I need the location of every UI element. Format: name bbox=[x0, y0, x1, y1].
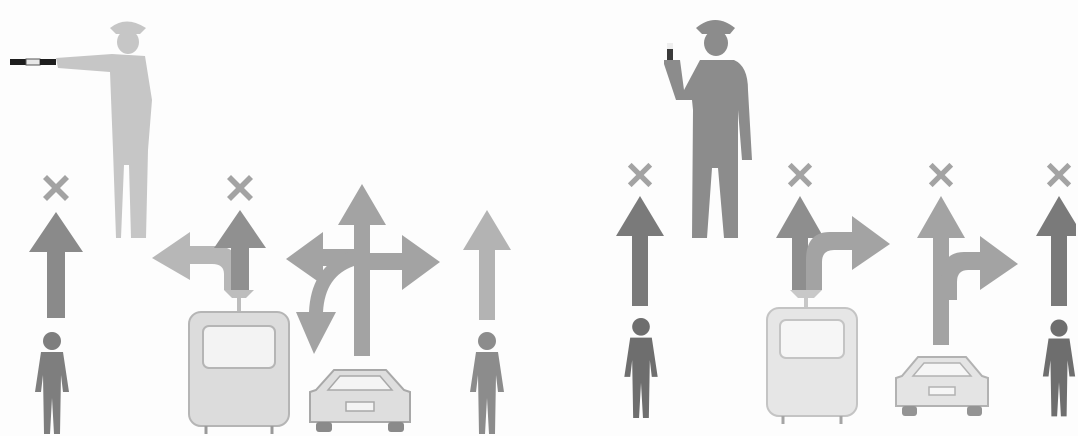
baton-stripe bbox=[40, 59, 56, 65]
traffic-officer-icon bbox=[664, 20, 752, 238]
tram-icon bbox=[767, 290, 857, 424]
signal-pedestrian-right bbox=[1036, 163, 1076, 417]
right-arrow-icon bbox=[370, 235, 440, 290]
straight-arrow-icon bbox=[616, 196, 664, 306]
signal-car-left bbox=[286, 184, 440, 432]
baton-stripe bbox=[26, 59, 40, 65]
baton-tip bbox=[667, 43, 673, 49]
panel-left bbox=[10, 22, 511, 435]
forbidden-cross-icon bbox=[788, 163, 812, 187]
tram-icon bbox=[189, 290, 289, 434]
forbidden-cross-icon bbox=[1047, 163, 1071, 187]
forbidden-cross-icon bbox=[43, 175, 69, 201]
pedestrian-icon bbox=[1043, 320, 1075, 417]
traffic-officer-icon bbox=[10, 22, 152, 239]
signal-tram-left bbox=[152, 175, 289, 434]
straight-arrow-icon bbox=[463, 210, 511, 320]
straight-arrow-icon bbox=[1036, 196, 1076, 306]
baton-stripe bbox=[10, 59, 26, 65]
signal-pedestrian-left bbox=[616, 163, 664, 418]
forbidden-cross-icon bbox=[929, 163, 953, 187]
signal-tram-right bbox=[767, 163, 890, 424]
pedestrian-icon bbox=[470, 332, 504, 434]
panel-right bbox=[616, 20, 1076, 424]
right-turn-arrow-icon bbox=[806, 216, 890, 290]
right-turn-arrow-icon bbox=[941, 236, 1018, 300]
signal-pedestrian-right bbox=[463, 210, 511, 434]
car-icon bbox=[310, 370, 410, 432]
straight-arrow-icon bbox=[29, 212, 83, 318]
pedestrian-icon bbox=[624, 318, 657, 418]
signal-pedestrian-left bbox=[29, 175, 83, 434]
pedestrian-icon bbox=[35, 332, 69, 434]
forbidden-cross-icon bbox=[227, 175, 253, 201]
forbidden-cross-icon bbox=[628, 163, 652, 187]
car-icon bbox=[896, 357, 988, 416]
signal-car-right bbox=[896, 163, 1018, 416]
